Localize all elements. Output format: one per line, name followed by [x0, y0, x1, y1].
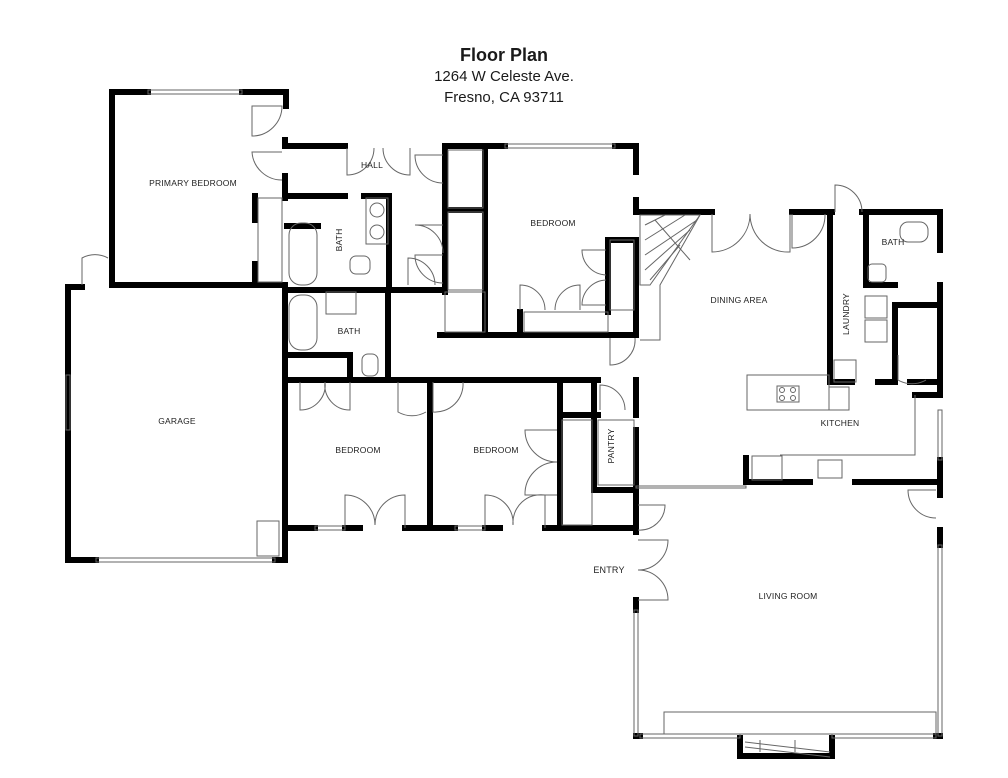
room-label-entry: ENTRY	[593, 565, 625, 575]
plan-header: Floor Plan 1264 W Celeste Ave. Fresno, C…	[0, 44, 1008, 108]
room-label-bedroom-west: BEDROOM	[335, 445, 381, 455]
room-label-dining-area: DINING AREA	[710, 295, 768, 305]
room-label-bedroom-middle: BEDROOM	[473, 445, 519, 455]
plan-title: Floor Plan	[459, 45, 548, 65]
room-label-bath-hall: BATH	[337, 326, 361, 336]
room-label-kitchen: KITCHEN	[820, 418, 860, 428]
room-label-pantry: PANTRY	[606, 428, 616, 464]
walls	[65, 89, 943, 759]
room-label-hall: HALL	[360, 160, 384, 170]
room-label-bedroom-north: BEDROOM	[530, 218, 576, 228]
room-label-bath-primary: BATH	[334, 228, 344, 252]
address-line-1: 1264 W Celeste Ave.	[434, 68, 574, 85]
address-line-2: Fresno, CA 93711	[444, 89, 564, 106]
fixtures-and-doors	[65, 89, 943, 758]
room-label-laundry: LAUNDRY	[841, 293, 851, 335]
room-label-primary-bedroom: PRIMARY BEDROOM	[149, 178, 237, 188]
room-label-living-room: LIVING ROOM	[758, 591, 818, 601]
room-label-bath-east: BATH	[881, 237, 905, 247]
room-label-garage: GARAGE	[158, 416, 196, 426]
